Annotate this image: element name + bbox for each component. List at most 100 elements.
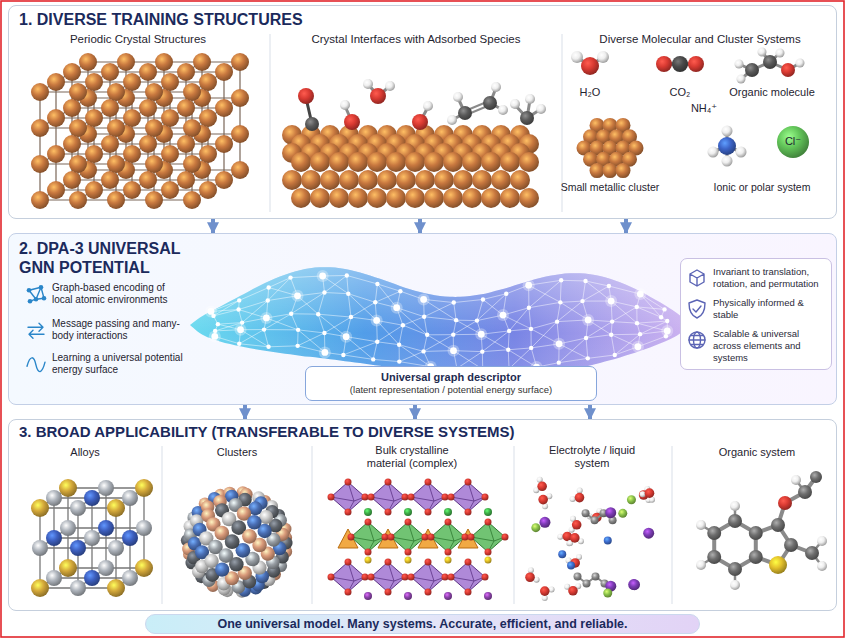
- alloy-atom: [70, 500, 86, 516]
- descriptor-text: Universal graph descriptor: [314, 370, 588, 384]
- copper-atom: [367, 152, 387, 172]
- alloy-atom: [135, 559, 153, 577]
- alloy-atom: [136, 520, 152, 536]
- copper-atom: [101, 63, 119, 81]
- atom: [688, 56, 704, 72]
- polyhedron: [371, 562, 405, 592]
- graph-edge: [560, 301, 582, 302]
- graph-edge: [291, 292, 324, 313]
- atom: [408, 494, 415, 501]
- graph-edge: [531, 329, 532, 348]
- copper-atom: [348, 152, 368, 172]
- graph-edge: [583, 286, 609, 301]
- graph-edge: [424, 317, 427, 335]
- molecule-label: H₂O: [565, 86, 615, 99]
- atom: [305, 117, 319, 131]
- atom: [445, 549, 452, 556]
- alloy-atom: [59, 479, 77, 497]
- box-backgrounds: [146, 259, 832, 634]
- surface-sheen: [190, 267, 690, 376]
- polyhedron-edge: [391, 522, 425, 552]
- copper-atom: [85, 145, 103, 163]
- label-holder: Clusters: [167, 446, 307, 459]
- copper-atom: [616, 163, 631, 178]
- label-holder: Electrolyte / liquid system: [547, 444, 637, 471]
- atom: [385, 559, 392, 566]
- alloy-atom: [70, 580, 86, 596]
- atom: [583, 580, 591, 588]
- wave-icon: [27, 358, 45, 372]
- graph-edge: [264, 329, 298, 330]
- column-divider: [270, 34, 271, 212]
- graph-edge: [583, 281, 586, 301]
- surface-slab: [282, 125, 539, 208]
- icon-line: [689, 300, 705, 318]
- copper-atom: [590, 163, 605, 178]
- ion: [405, 557, 412, 564]
- graph-edge: [269, 345, 298, 347]
- icon-line: [689, 332, 705, 348]
- graph-node: [373, 317, 380, 324]
- copper-atom: [31, 155, 49, 173]
- graph-edge: [477, 294, 506, 321]
- label-holder: Crystal Interfaces with Adsorbed Species: [276, 32, 556, 46]
- graph-node: [398, 289, 402, 293]
- polyhedron-edge: [371, 562, 405, 592]
- copper-atom: [291, 188, 311, 208]
- copper-atom: [155, 53, 173, 71]
- ion: [364, 592, 372, 600]
- section-title: 1. DIVERSE TRAINING STRUCTURES: [19, 10, 836, 30]
- atom: [722, 156, 733, 167]
- copper-atom: [603, 163, 618, 178]
- alloy-atom: [46, 570, 62, 586]
- graph-node: [296, 328, 300, 332]
- graph-edge: [268, 278, 291, 301]
- tagline-text: One universal model. Many systems. Accur…: [155, 616, 690, 632]
- graph-edge: [399, 345, 423, 352]
- graph-node: [319, 273, 326, 280]
- polyhedron: [331, 482, 365, 512]
- copper-atom: [101, 135, 119, 153]
- graph-edge: [377, 325, 403, 342]
- graph-node: [266, 285, 270, 289]
- alloy-atom: [46, 530, 62, 546]
- copper-atom: [85, 181, 103, 199]
- graph-node: [375, 282, 379, 286]
- atom: [345, 509, 352, 516]
- copper-atom: [405, 188, 425, 208]
- atom: [425, 589, 432, 596]
- copper-atom: [396, 170, 416, 190]
- copper-atom: [367, 188, 387, 208]
- copper-atom: [177, 135, 195, 153]
- atom: [718, 137, 736, 155]
- graph-edge: [347, 275, 378, 283]
- copper-atom: [443, 152, 463, 172]
- atom: [707, 526, 721, 540]
- copper-atom: [215, 135, 233, 153]
- graph-node: [452, 300, 456, 304]
- graph-node: [559, 278, 563, 282]
- graph-edge: [269, 278, 291, 288]
- atom: [458, 106, 472, 120]
- graph-node: [585, 317, 592, 324]
- label-holder: Organic molecule: [717, 86, 827, 99]
- ion: [404, 592, 412, 600]
- column-divider: [514, 446, 515, 604]
- polyhedron-edge: [331, 482, 365, 512]
- atom: [763, 55, 777, 69]
- graph-node: [397, 343, 401, 347]
- column-heading: Periodic Crystal Structures: [13, 32, 263, 46]
- label-holder: NH₄⁺: [679, 102, 729, 115]
- alloy-atom: [31, 499, 49, 517]
- atom: [442, 574, 449, 581]
- copper-atom: [177, 63, 195, 81]
- graph-node: [420, 296, 427, 303]
- copper-atom: [85, 73, 103, 91]
- atom: [525, 572, 535, 582]
- graph-node: [500, 312, 507, 319]
- copper-atom: [481, 152, 501, 172]
- alloy-atom: [84, 570, 100, 586]
- graph-node: [316, 312, 320, 316]
- atom: [791, 475, 801, 485]
- alloy-atom: [46, 490, 62, 506]
